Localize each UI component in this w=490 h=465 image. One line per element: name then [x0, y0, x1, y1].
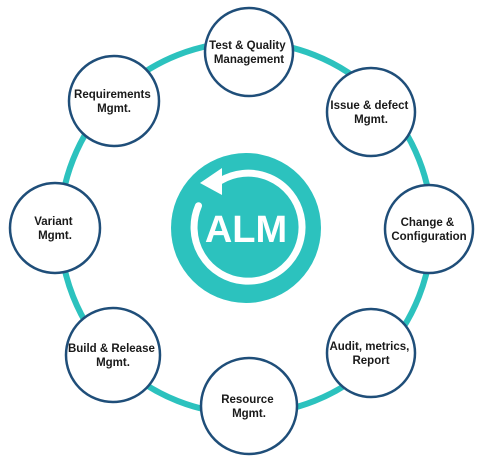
node-resource: Resource Mgmt. — [199, 356, 299, 456]
node-label-line: Report — [352, 355, 389, 367]
hub-label: ALM — [205, 209, 287, 251]
node-circle — [67, 54, 161, 148]
hub-arc — [190, 169, 306, 285]
node-label: Change & Configuration — [391, 217, 466, 243]
refresh-arrow-icon — [190, 168, 306, 285]
node-label-line: Management — [214, 54, 284, 66]
node-label-line: Configuration — [391, 231, 466, 243]
node-label-line: Mgmt. — [96, 357, 130, 369]
node-build-release: Build & Release Mgmt. — [64, 306, 162, 404]
node-label: Requirements Mgmt. — [74, 89, 154, 115]
node-label: Audit, metrics, Report — [329, 341, 412, 367]
node-label: Variant Mgmt. — [34, 216, 76, 242]
node-circle — [203, 6, 295, 98]
node-circle — [64, 306, 162, 404]
node-circle — [325, 307, 417, 399]
node-label-line: Mgmt. — [232, 408, 266, 420]
hub: ALM — [171, 153, 321, 303]
nodes-layer: Test & Quality Management Issue & defect… — [8, 6, 475, 456]
node-label-line: Build & Release — [68, 343, 155, 355]
node-label-line: Requirements — [74, 89, 151, 101]
node-circle — [325, 66, 417, 158]
node-change-configuration: Change & Configuration — [383, 183, 475, 275]
node-issue-defect: Issue & defect Mgmt. — [325, 66, 417, 158]
node-label-line: Test & Quality — [209, 40, 286, 52]
node-test-quality: Test & Quality Management — [203, 6, 295, 98]
node-label-line: Issue & defect — [330, 100, 408, 112]
node-circle — [8, 181, 102, 275]
node-requirements: Requirements Mgmt. — [67, 54, 161, 148]
node-circle — [199, 356, 299, 456]
node-label-line: Audit, metrics, — [329, 341, 409, 353]
node-label-line: Mgmt. — [97, 103, 131, 115]
node-circle — [383, 183, 475, 275]
hub-arrowhead — [200, 168, 222, 195]
node-label: Build & Release Mgmt. — [68, 343, 158, 369]
node-label-line: Resource — [221, 394, 273, 406]
node-label-line: Change & — [401, 217, 455, 229]
node-label-line: Mgmt. — [354, 114, 388, 126]
node-variant: Variant Mgmt. — [8, 181, 102, 275]
node-label: Issue & defect Mgmt. — [330, 100, 411, 126]
node-label-line: Variant — [34, 216, 73, 228]
node-audit-metrics-report: Audit, metrics, Report — [325, 307, 417, 399]
node-label: Resource Mgmt. — [221, 394, 277, 420]
node-label-line: Mgmt. — [38, 230, 72, 242]
node-label: Test & Quality Management — [209, 40, 289, 66]
